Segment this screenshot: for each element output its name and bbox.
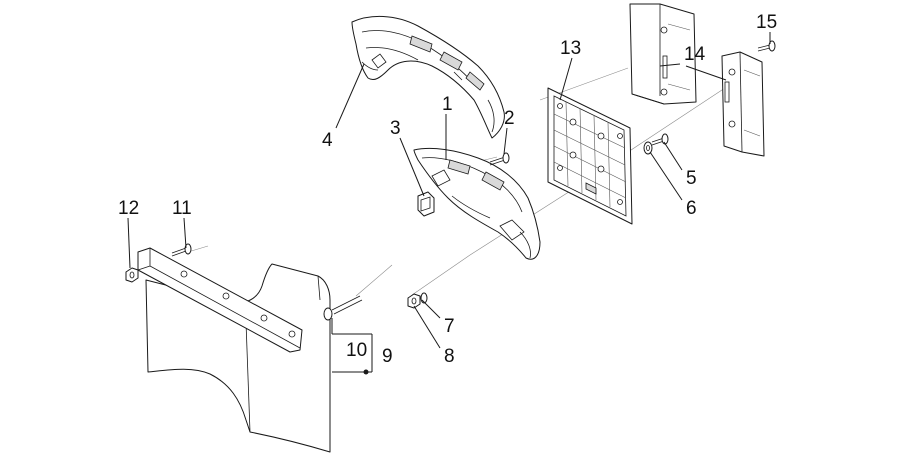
callout-5: 5 (686, 168, 697, 189)
callout-3: 3 (390, 118, 401, 139)
part-15-screw (757, 40, 776, 52)
callout-11: 11 (172, 198, 192, 219)
callout-7: 7 (444, 316, 455, 337)
part-14-bracket-back (629, 3, 697, 105)
part-13-plate-grid (547, 87, 633, 225)
callout-2: 2 (504, 108, 515, 129)
part-6-washer (643, 141, 653, 155)
part-3-clip (417, 191, 435, 217)
callout-numbers: 1 2 3 4 5 6 7 8 9 10 11 12 13 14 15 (118, 12, 777, 367)
part-12-nut (125, 267, 139, 283)
callout-dot (363, 369, 369, 375)
part-9-mudflap (145, 263, 331, 453)
part-4-upper-cover (351, 15, 505, 139)
part-10-bolt (323, 295, 363, 321)
callout-1: 1 (442, 94, 453, 115)
part-2-screw (489, 152, 510, 166)
part-11-screw (171, 243, 192, 257)
callout-4: 4 (322, 130, 333, 151)
callout-6: 6 (686, 198, 697, 219)
callout-14: 14 (684, 44, 706, 65)
callout-12: 12 (118, 198, 139, 219)
leader-lines (127, 32, 771, 375)
part-1-license-support (413, 147, 541, 260)
callout-15: 15 (756, 12, 777, 33)
callout-10: 10 (346, 340, 367, 361)
part-14-bracket-front (721, 51, 765, 157)
callout-8: 8 (444, 346, 455, 367)
part-7-8-nut-washer (407, 292, 428, 309)
part-5-screw (651, 133, 669, 146)
callout-13: 13 (560, 38, 581, 59)
callout-9: 9 (382, 346, 393, 367)
